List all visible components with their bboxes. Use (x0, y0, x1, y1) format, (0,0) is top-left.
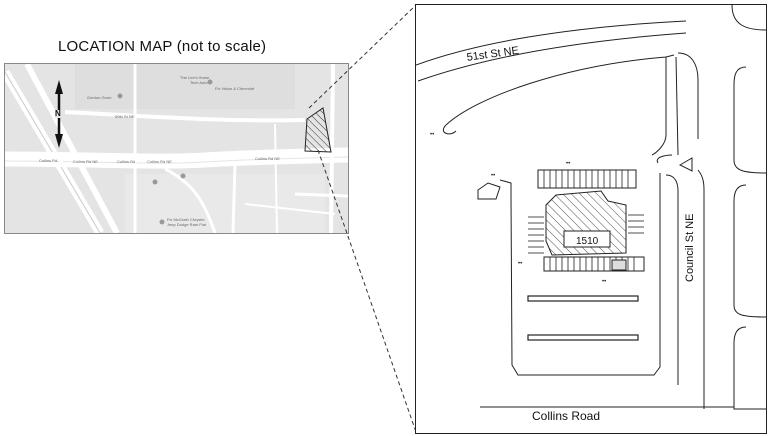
location-map-roads (5, 64, 348, 233)
map-label: Gordon Grom (87, 95, 112, 100)
map-label: Collins Rd NE (73, 159, 98, 164)
svg-text:••: •• (518, 261, 522, 267)
north-arrow-label: N (55, 109, 61, 118)
svg-text:••: •• (491, 173, 495, 179)
map-label: Jeep Dodge Ram Fiat (167, 222, 206, 227)
svg-text:••: •• (430, 132, 434, 138)
map-label: 50th St NE (115, 114, 135, 119)
location-map: The Lee's Home Tech Auto Fix Vision & Ch… (4, 63, 349, 234)
map-label: Collins Rd (39, 158, 58, 163)
street-label-council: Council St NE (684, 213, 696, 282)
map-label: Collins Rd NE (147, 159, 172, 164)
map-label: Collins Rd NE (255, 156, 280, 161)
site-plan: •• •• •• •• •• 51st St NE Council St NE … (415, 4, 767, 434)
map-label: Collins Rd (117, 159, 136, 164)
svg-text:••: •• (566, 161, 570, 167)
map-label: The Lee's Home (180, 75, 210, 80)
building-number: 1510 (576, 236, 599, 247)
map-label: Tech Auto (190, 80, 208, 85)
street-label-collins: Collins Road (532, 409, 601, 423)
svg-text:••: •• (602, 279, 606, 285)
map-label: Fix McGrath Chrysler (167, 217, 205, 222)
map-label: Fix Vision & Chevrolet (215, 86, 255, 91)
site-plan-drawing: •• •• •• •• •• (416, 5, 766, 410)
location-map-title: LOCATION MAP (not to scale) (58, 38, 267, 55)
